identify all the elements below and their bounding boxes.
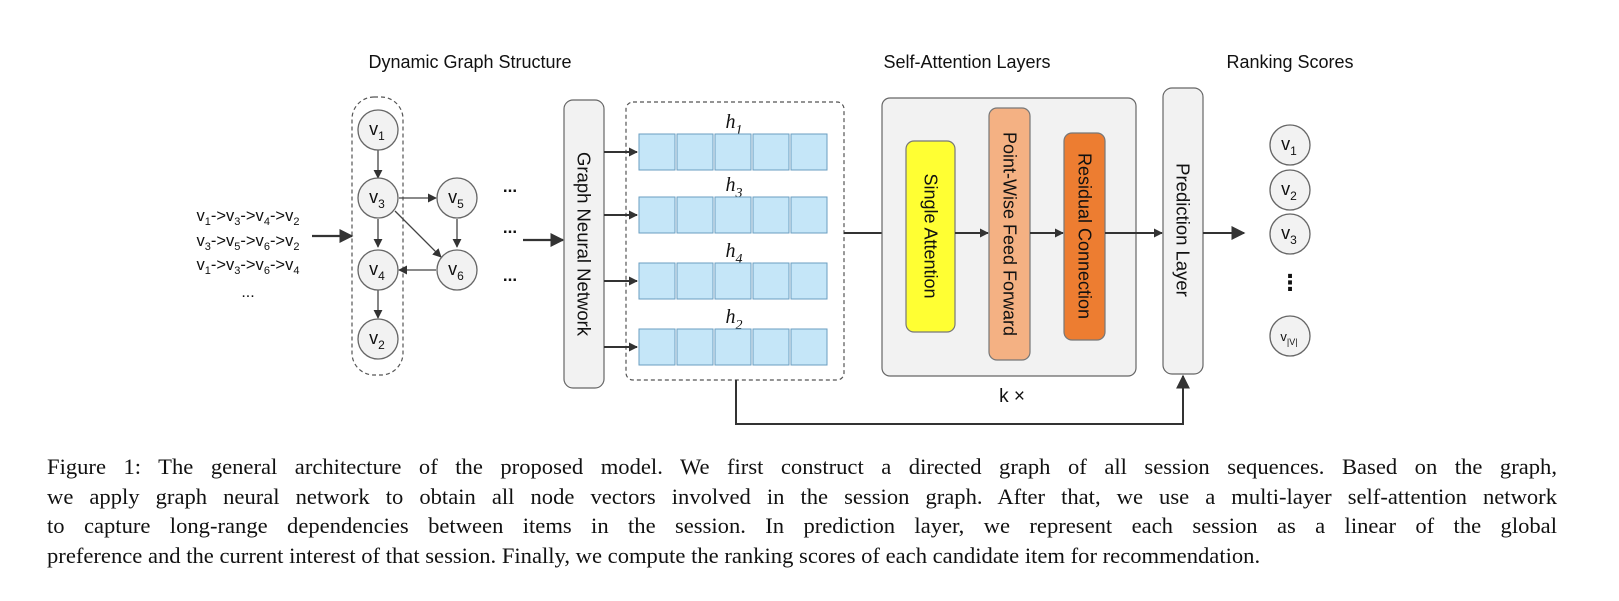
embedding-cell <box>714 133 752 171</box>
graph-node-label: v4 <box>369 259 385 283</box>
header-graph: Dynamic Graph Structure <box>368 52 571 72</box>
feed-forward-label: Point-Wise Feed Forward <box>1000 132 1020 336</box>
graph-node-v2: v2 <box>357 318 399 360</box>
score-node-4: v|V| <box>1269 315 1311 357</box>
graph-node-label: v1 <box>369 119 385 143</box>
score-node-label: v1 <box>1281 134 1297 158</box>
caption-line-3: to capture long-range dependencies betwe… <box>47 513 1557 538</box>
figure-caption: Figure 1: The general architecture of th… <box>47 452 1557 570</box>
graph-node-circle <box>357 249 399 291</box>
embedding-label: h3 <box>726 174 743 201</box>
residual-block <box>1063 132 1106 341</box>
embedding-cell <box>638 328 676 366</box>
embedding-cell <box>790 196 828 234</box>
embedding-cell <box>676 262 714 300</box>
session-sequences: v1->v3->v4->v2 v3->v5->v6->v2 v1->v3->v6->… <box>197 207 300 277</box>
graph-ellipsis-2: ... <box>503 218 517 237</box>
score-node-label: v|V| <box>1280 329 1297 347</box>
embedding-row-h1: h1 <box>604 111 828 171</box>
session-path-group <box>351 96 404 376</box>
gnn-label: Graph Neural Network <box>574 152 595 337</box>
graph-node-v4: v4 <box>357 249 399 291</box>
graph-node-label: v6 <box>448 259 464 283</box>
embedding-row-h4: h4 <box>604 240 828 300</box>
embedding-cell <box>752 262 790 300</box>
score-node-circle <box>1269 169 1311 211</box>
graph-ellipsis-3: ... <box>503 266 517 285</box>
embedding-label: h4 <box>726 240 743 267</box>
single-attention-label: Single Attention <box>921 173 941 298</box>
embedding-label: h1 <box>726 111 743 138</box>
embedding-cell <box>638 196 676 234</box>
graph-node-v5: v5 <box>436 177 478 219</box>
repeat-label: k × <box>999 386 1025 407</box>
sequence-1: v1->v3->v4->v2 <box>197 207 300 228</box>
score-node-circle <box>1269 315 1311 357</box>
caption-line-1: Figure 1: The general architecture of th… <box>47 454 1557 479</box>
embedding-cell <box>638 262 676 300</box>
caption-line-4: preference and the current interest of t… <box>47 542 1261 568</box>
sequences-ellipsis: ... <box>241 284 254 301</box>
architecture-diagram: Dynamic Graph Structure Self-Attention L… <box>197 52 1354 425</box>
skip-connection-arrow <box>735 374 1190 425</box>
edge-v3-v6 <box>394 210 442 258</box>
graph-node-v6: v6 <box>436 249 478 291</box>
graph-node-label: v5 <box>448 187 464 211</box>
graph-node-v3: v3 <box>357 177 399 219</box>
score-node-1: v1 <box>1269 124 1311 166</box>
score-node-2: v2 <box>1269 169 1311 211</box>
score-ellipsis: ⋮ <box>1279 270 1301 295</box>
embedding-row-h3: h3 <box>604 174 828 234</box>
score-node-circle <box>1269 124 1311 166</box>
embedding-cell <box>676 196 714 234</box>
graph-nodes: v1 v3 v5 v4 v6 v2 <box>357 109 478 360</box>
sequence-3: v1->v3->v6->v4 <box>197 256 300 277</box>
graph-node-v1: v1 <box>357 109 399 151</box>
graph-edges <box>373 150 462 319</box>
embedding-cell <box>752 328 790 366</box>
score-node-3: v3 <box>1269 213 1311 255</box>
sequence-2: v3->v5->v6->v2 <box>197 232 300 253</box>
graph-node-circle <box>436 177 478 219</box>
header-ranking: Ranking Scores <box>1226 52 1353 72</box>
embedding-cell <box>714 196 752 234</box>
score-node-label: v2 <box>1281 179 1297 203</box>
graph-ellipsis-1: ... <box>503 177 517 196</box>
single-attention-block <box>905 140 956 333</box>
caption-line-2: we apply graph neural network to obtain … <box>47 483 1557 509</box>
embedding-rows: h1 h3 h4 h2 <box>604 111 828 366</box>
prediction-label: Prediction Layer <box>1173 163 1194 297</box>
header-attention: Self-Attention Layers <box>883 52 1050 72</box>
embedding-cell <box>714 262 752 300</box>
embedding-cell <box>714 328 752 366</box>
graph-node-label: v3 <box>369 187 385 211</box>
graph-node-circle <box>357 109 399 151</box>
embedding-cell <box>638 133 676 171</box>
score-node-label: v3 <box>1281 223 1297 247</box>
embedding-label: h2 <box>726 306 743 333</box>
gnn-box <box>563 99 605 389</box>
embedding-cell <box>676 133 714 171</box>
graph-node-circle <box>357 177 399 219</box>
ranking-score-nodes: v1 v2 v3 v|V| <box>1269 124 1311 357</box>
score-node-circle <box>1269 213 1311 255</box>
embedding-cell <box>790 262 828 300</box>
graph-node-circle <box>436 249 478 291</box>
graph-node-label: v2 <box>369 328 385 352</box>
prediction-box <box>1162 87 1204 375</box>
embedding-cell <box>752 196 790 234</box>
graph-node-circle <box>357 318 399 360</box>
embedding-cell <box>790 133 828 171</box>
embedding-cell <box>790 328 828 366</box>
residual-label: Residual Connection <box>1075 153 1095 319</box>
embedding-cell <box>752 133 790 171</box>
embedding-row-h2: h2 <box>604 306 828 366</box>
embedding-cell <box>676 328 714 366</box>
